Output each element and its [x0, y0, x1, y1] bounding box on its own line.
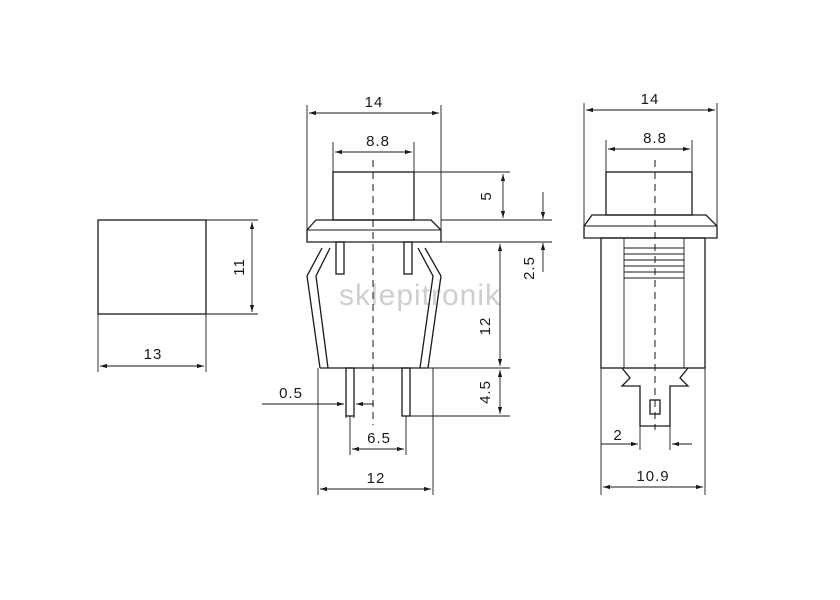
side-clip-left — [306, 247, 323, 369]
end-body-width-label: 10.9 — [636, 468, 669, 485]
side-post-left — [335, 241, 345, 275]
side-top-width-label: 14 — [365, 94, 384, 111]
side-pin-spacing-label: 6.5 — [367, 430, 391, 447]
front-height-label: 11 — [231, 258, 248, 276]
front-view-outline — [97, 219, 207, 315]
side-pin-left — [345, 367, 355, 417]
side-cap-height-label: 5 — [478, 191, 495, 200]
end-cap-width-label: 8.8 — [643, 130, 667, 147]
side-body-width-label: 12 — [367, 470, 386, 487]
end-terminal-offset-label: 2 — [613, 427, 622, 444]
end-flange — [583, 214, 718, 239]
end-top-width-label: 14 — [641, 91, 660, 108]
end-view: 14 8.8 2 10.9 — [583, 91, 718, 495]
end-cap — [605, 171, 693, 216]
side-post-right — [403, 241, 413, 275]
watermark-text: sklepitronik — [339, 279, 501, 312]
side-clip-right — [424, 247, 442, 369]
side-flange — [306, 219, 442, 243]
front-view: 11 13 — [97, 219, 258, 372]
side-pin-length-label: 4.5 — [477, 380, 494, 404]
side-view: 14 8.8 5 2.5 12 4.5 0.5 6.5 — [262, 94, 552, 495]
side-pin-width-label: 0.5 — [279, 385, 303, 402]
end-body — [600, 237, 706, 369]
side-pin-right — [401, 367, 411, 417]
front-width-label: 13 — [144, 346, 163, 363]
side-cap-width-label: 8.8 — [366, 133, 390, 150]
side-body-height-label: 12 — [477, 317, 494, 336]
end-terminal — [620, 367, 690, 427]
end-terminal-slot — [649, 399, 661, 415]
side-flange-label: 2.5 — [521, 256, 538, 280]
end-ribs — [624, 247, 684, 279]
